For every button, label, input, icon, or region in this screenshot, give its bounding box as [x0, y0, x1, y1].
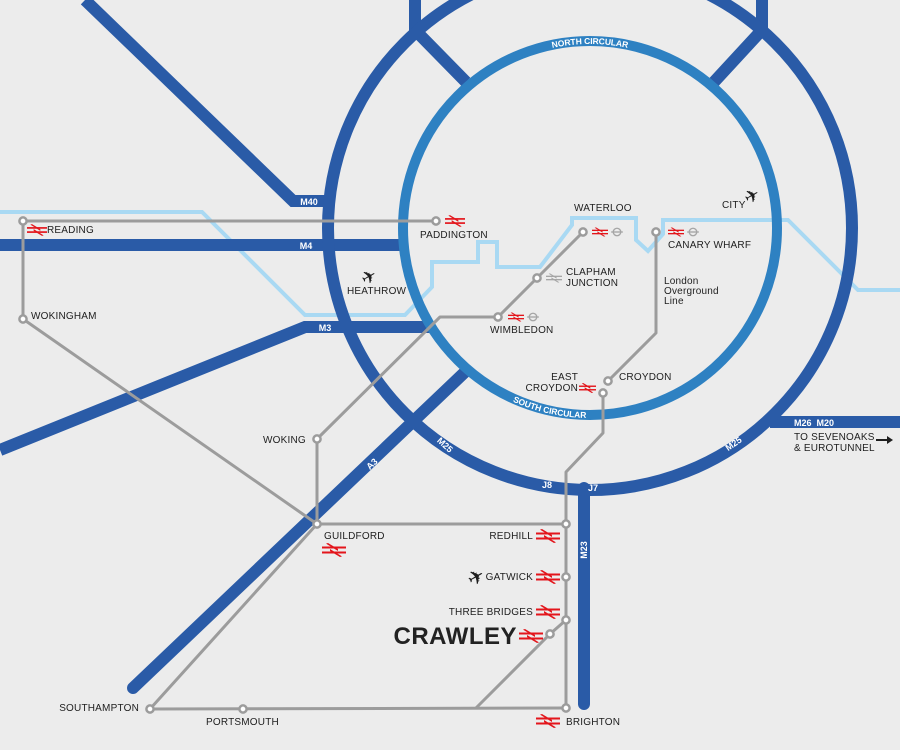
underground-icon [687, 227, 699, 237]
national-rail-icon [536, 714, 560, 728]
stop-wimbledon[interactable] [493, 312, 503, 322]
arrow-right-icon [876, 436, 893, 444]
label-overground-2: Overground [664, 286, 719, 297]
underground-icon [527, 312, 539, 322]
label-crawley: CRAWLEY [394, 623, 518, 650]
label-wokingham: WOKINGHAM [31, 311, 97, 322]
national-rail-icon [508, 312, 524, 322]
label-east-croydon-1: EAST [551, 372, 578, 383]
station-stops [18, 216, 661, 714]
label-brighton: BRIGHTON [566, 717, 620, 728]
stop-crawley[interactable] [545, 629, 555, 639]
stop-brighton[interactable] [561, 703, 571, 713]
stop-croydon[interactable] [603, 376, 613, 386]
m4-label: M4 [300, 241, 313, 251]
label-portsmouth: PORTSMOUTH [206, 717, 279, 728]
m23-label: M23 [579, 541, 589, 559]
stop-reading[interactable] [18, 216, 28, 226]
j8-label: J8 [542, 480, 552, 490]
label-eurotunnel: & EUROTUNNEL [794, 443, 875, 454]
stop-wokingham[interactable] [18, 314, 28, 324]
m40-label: M40 [300, 197, 318, 207]
label-woking: WOKING [263, 435, 306, 446]
m25-ring [322, 0, 858, 496]
m3-label: M3 [319, 323, 332, 333]
label-overground-3: Line [664, 296, 684, 307]
north-circular-label: NORTH CIRCULAR [551, 36, 629, 50]
stop-portsmouth[interactable] [238, 704, 248, 714]
stop-waterloo[interactable] [578, 227, 588, 237]
label-canary-wharf: CANARY WHARF [668, 240, 751, 251]
station-labels: READING WOKINGHAM PADDINGTON HEATHROW WA… [31, 200, 893, 728]
stop-canary-wharf[interactable] [651, 227, 661, 237]
label-heathrow: HEATHROW [347, 286, 407, 297]
national-rail-grey-icon [546, 273, 562, 283]
stop-gatwick[interactable] [561, 572, 571, 582]
j7-label: J7 [588, 483, 598, 493]
label-southampton: SOUTHAMPTON [59, 703, 139, 714]
label-three-bridges: THREE BRIDGES [449, 607, 533, 618]
national-rail-icon [668, 227, 684, 237]
stop-guildford[interactable] [312, 519, 322, 529]
south-circular-text: SOUTH CIRCULAR [512, 394, 587, 420]
national-rail-icon [445, 215, 465, 227]
stop-clapham-junction[interactable] [532, 273, 542, 283]
national-rail-icon [536, 605, 560, 619]
m3-road [0, 321, 432, 456]
stop-east-croydon[interactable] [598, 388, 608, 398]
label-waterloo: WATERLOO [574, 203, 632, 214]
label-sevenoaks: TO SEVENOAKS [794, 432, 875, 443]
north-south-circular-ring [398, 36, 782, 420]
stop-woking[interactable] [312, 434, 322, 444]
label-clapham-junction-1: CLAPHAM [566, 267, 616, 278]
label-overground-1: London [664, 276, 699, 287]
national-rail-icon [536, 570, 560, 584]
label-wimbledon: WIMBLEDON [490, 325, 553, 336]
national-rail-icon [536, 529, 560, 543]
river-thames [0, 210, 900, 317]
label-east-croydon-2: CROYDON [525, 383, 578, 394]
north-circular-text: NORTH CIRCULAR [551, 36, 629, 50]
label-gatwick: GATWICK [486, 572, 533, 583]
national-rail-icon [27, 224, 47, 236]
stop-paddington[interactable] [431, 216, 441, 226]
national-rail-icon [579, 383, 596, 393]
m26-m20-label: M26 M20 [794, 418, 834, 428]
stop-three-bridges[interactable] [561, 615, 571, 625]
national-rail-icon [322, 543, 346, 557]
label-clapham-junction-2: JUNCTION [566, 278, 618, 289]
label-reading: READING [47, 225, 94, 236]
label-paddington: PADDINGTON [420, 230, 488, 241]
national-rail-icon [519, 629, 543, 643]
label-guildford: GUILDFORD [324, 531, 385, 542]
motorways [0, 0, 900, 710]
national-rail-icon [592, 227, 608, 237]
label-city: CITY [722, 200, 746, 211]
m40-road [80, 0, 332, 207]
south-circular-label: SOUTH CIRCULAR [512, 394, 587, 420]
stop-redhill[interactable] [561, 519, 571, 529]
underground-icon [611, 227, 623, 237]
label-croydon: CROYDON [619, 372, 672, 383]
stop-southampton[interactable] [145, 704, 155, 714]
label-redhill: REDHILL [489, 531, 533, 542]
